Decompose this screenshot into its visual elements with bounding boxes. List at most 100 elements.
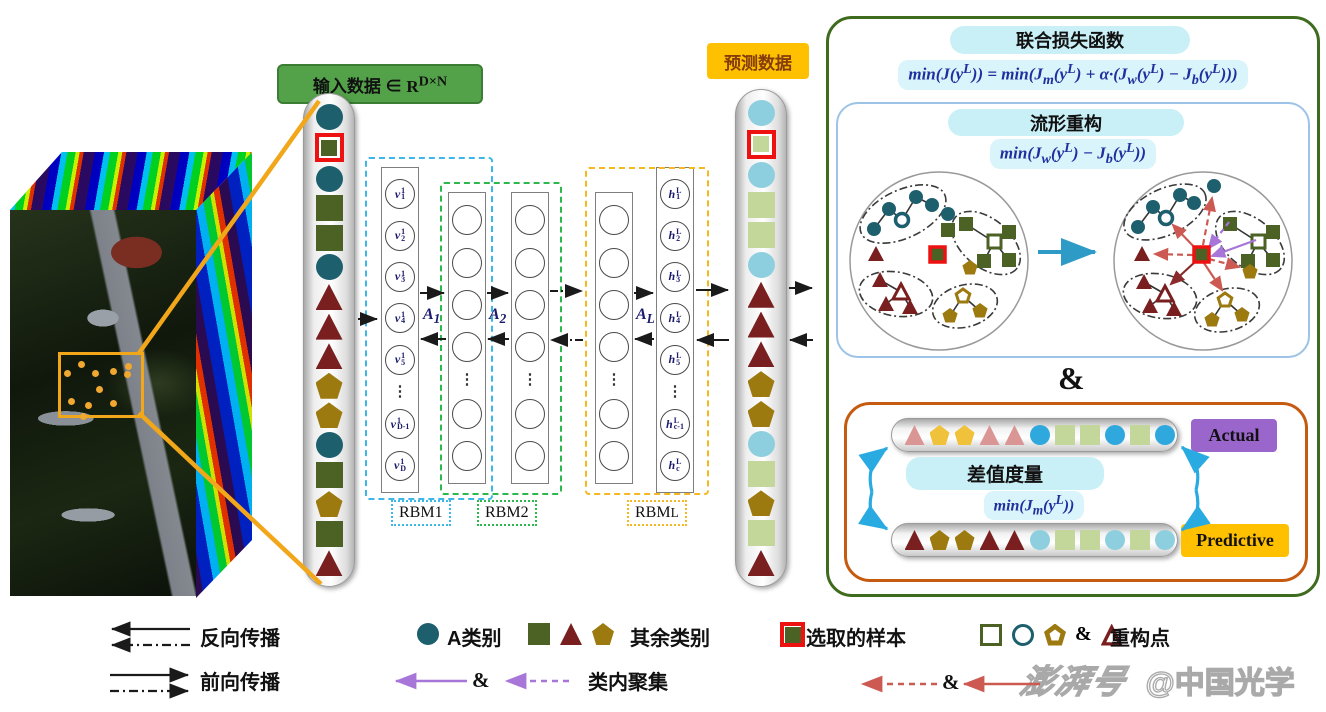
neuron-node [599,247,629,278]
circle-marker [1104,425,1125,445]
reconstruction-point-pentagon [1216,291,1234,308]
sample-dot [85,402,92,409]
weight-AL-label: AL [636,306,655,327]
neuron-node [452,205,482,236]
neuron-node [599,440,629,471]
circle-marker [747,251,775,278]
rbm1-label: RBM1 [391,500,451,526]
lone-triangle [1134,246,1150,261]
square-marker [1054,425,1075,445]
circle-marker [747,162,775,189]
neuron-node [599,205,629,236]
triangle-marker [747,281,775,308]
metric-title: 差值度量 [906,457,1104,490]
neuron-node [515,398,545,429]
triangle-marker [747,341,775,368]
sample-dot [92,370,99,377]
circle-marker [1154,530,1175,550]
pentagon-marker [315,402,343,429]
manifold-title: 流形重构 [948,109,1184,136]
hidden-layer-2-column: ⋮ [511,192,549,484]
manifold-formula-text: min(Jw(yL) − Jb(yL)) [989,139,1157,170]
triangle-marker [979,425,1000,445]
legend-reconstruction-label: 重构点 [1110,628,1170,650]
triangle-marker [1004,530,1025,550]
difference-metric-box [844,402,1308,582]
reconstruction-point-circle [1157,209,1175,227]
circle-marker [315,431,343,458]
metric-formula-text: min(Jm(yL)) [983,491,1085,520]
square-marker [528,623,550,645]
legend-class-a-icon [412,623,444,645]
legend-class-a-label: A类别 [447,628,502,650]
reconstruction-point-triangle [890,280,912,301]
selected-sample-square-marker [780,622,805,647]
manifold-reconstruction-box [836,102,1310,358]
legend-and-symbol-red: & [942,670,960,694]
pentagon-marker [954,425,975,445]
triangle-cluster [1122,272,1198,320]
predictive-label: Predictive [1181,524,1289,557]
hyperspectral-cube-right-face [196,152,252,598]
circle-marker [315,165,343,192]
sample-region-box [58,352,144,418]
circle-marker [1029,425,1050,445]
legend-forwardprop-label: 前向传播 [200,672,280,694]
circle-marker [747,99,775,126]
legend-intraclass-label: 类内聚集 [588,672,668,694]
neuron-node [599,398,629,429]
reconstruction-point-square [986,233,1003,250]
weight-A1-label: A1 [423,306,441,327]
sample-dot [68,398,75,405]
neuron-node [515,289,545,320]
triangle-marker [747,550,775,576]
reconstruction-point-triangle [1154,282,1176,303]
hidden-layer-1-column: ⋮ [448,192,486,484]
sample-dot [110,368,117,375]
triangle-marker [904,425,925,445]
selected-sample-marker [1192,245,1211,264]
rbm2-label: RBM2 [477,500,537,526]
neuron-node [452,398,482,429]
legend-selected-sample-icon [775,622,810,647]
circle-marker [315,254,343,281]
neuron-node [599,332,629,362]
pentagon-marker [1044,623,1066,646]
ellipsis: ⋮ [522,371,538,389]
class-a-cluster [859,184,955,244]
legend-reconstruction-icons: & [975,623,1128,646]
triangle-marker [979,530,1000,550]
and-symbol: & [1058,360,1085,396]
watermark: 澎湃号 @中国光学 [1016,655,1295,703]
predicted-data-label: 预测数据 [707,43,809,79]
selected-sample-square-marker [314,133,344,163]
lone-triangle [868,246,884,261]
triangle-cluster [858,270,934,318]
pentagon-marker [315,372,343,399]
legend-arrow-icons [110,621,190,699]
square-marker [1079,425,1100,445]
triangle-marker [315,550,343,577]
triangle-marker [315,343,343,370]
circle-marker [417,623,439,645]
legend-other-classes-icons [523,623,619,645]
hyperspectral-image-front-face [10,210,196,596]
square-marker [315,461,343,488]
triangle-marker [560,623,582,645]
ellipsis: ⋮ [459,371,475,389]
triangle-marker [1004,425,1025,445]
actual-label: Actual [1191,419,1277,452]
